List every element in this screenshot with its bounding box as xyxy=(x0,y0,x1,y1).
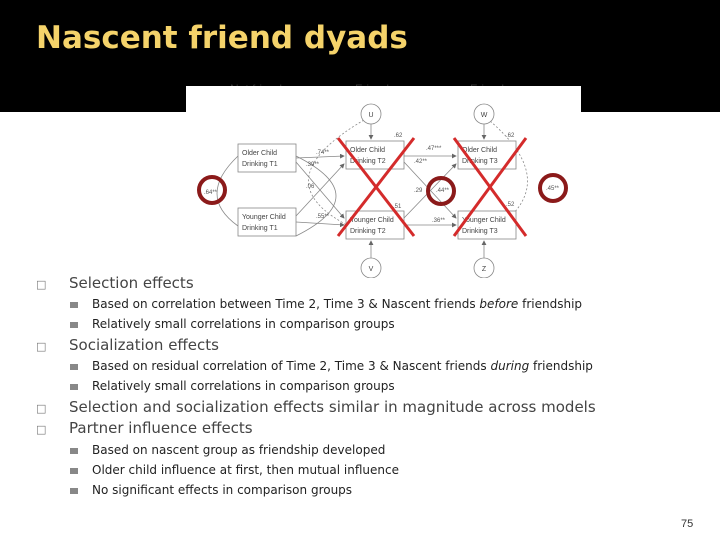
older-t3-label-1: Older Child xyxy=(462,147,497,154)
sub-bullet: Relatively small correlations in compari… xyxy=(70,379,395,393)
older-t2-label-2: Drinking T2 xyxy=(350,158,386,165)
sub-bullet: Based on residual correlation of Time 2,… xyxy=(70,359,593,373)
sub-bullet: Relatively small correlations in compari… xyxy=(70,317,395,331)
younger-t2-label-1: Younger Child xyxy=(350,217,394,224)
cross-line-2 xyxy=(336,137,416,237)
older-t2-label-1: Older Child xyxy=(350,147,385,154)
younger-t1-box xyxy=(237,207,297,237)
coef-c6: .62 xyxy=(506,133,515,139)
coef-c11: .45** xyxy=(546,186,560,192)
coef-c5: .47*** xyxy=(426,146,442,152)
highlight-circle-left xyxy=(197,175,227,205)
latent-w-label: W xyxy=(481,112,488,119)
older-t1-box xyxy=(237,143,297,173)
latent-z-label: Z xyxy=(482,266,487,273)
younger-t1-label-2: Drinking T1 xyxy=(242,225,278,232)
coef-c4: .62 xyxy=(394,133,403,139)
coef-c7: .42** xyxy=(414,159,428,165)
coef-c10: .44** xyxy=(436,188,450,194)
coef-c2: .74** xyxy=(316,150,330,156)
path-model-diagram: U W V Z Older Child Drinking T1 Older Ch… xyxy=(186,86,581,279)
latent-u-label: U xyxy=(368,112,373,119)
younger-t2-label-2: Drinking T2 xyxy=(350,228,386,235)
latent-v-label: V xyxy=(369,266,374,273)
coef-c14: .55** xyxy=(316,214,330,220)
cross-line-4 xyxy=(452,137,528,237)
highlight-circle-middle xyxy=(426,176,456,206)
younger-t1-label-1: Younger Child xyxy=(242,214,286,221)
bullet-selection-effects: □Selection effects xyxy=(36,274,194,292)
bullet-marker: □ xyxy=(36,278,47,291)
sub-bullet: Based on nascent group as friendship dev… xyxy=(70,443,385,457)
coef-c13: .52 xyxy=(506,202,515,208)
older-t3-label-2: Drinking T3 xyxy=(462,158,498,165)
coef-c9: .29 xyxy=(414,188,423,194)
coef-c1: .64** xyxy=(204,190,218,196)
highlight-circle-right xyxy=(538,173,568,203)
page-number: 75 xyxy=(681,518,694,530)
younger-t3-label-2: Drinking T3 xyxy=(462,228,498,235)
sub-bullet: No significant effects in comparison gro… xyxy=(70,483,352,497)
bullet-selection-and-socialization: □Selection and socialization effects sim… xyxy=(36,398,596,416)
older-t1-label-1: Older Child xyxy=(242,150,277,157)
coef-c8: .06 xyxy=(306,184,315,190)
slide-title: Nascent friend dyads xyxy=(36,20,408,56)
bullet-partner-influence: □Partner influence effects xyxy=(36,419,253,437)
coef-c15: .36** xyxy=(432,218,446,224)
sub-bullet: Based on correlation between Time 2, Tim… xyxy=(70,297,582,311)
sub-bullet: Older child influence at first, then mut… xyxy=(70,463,399,477)
younger-t3-label-1: Younger Child xyxy=(462,217,506,224)
older-t1-label-2: Drinking T1 xyxy=(242,161,278,168)
coef-c3: .39** xyxy=(306,162,320,168)
coef-c12: .51 xyxy=(393,204,402,210)
bullet-socialization-effects: □Socialization effects xyxy=(36,336,219,354)
